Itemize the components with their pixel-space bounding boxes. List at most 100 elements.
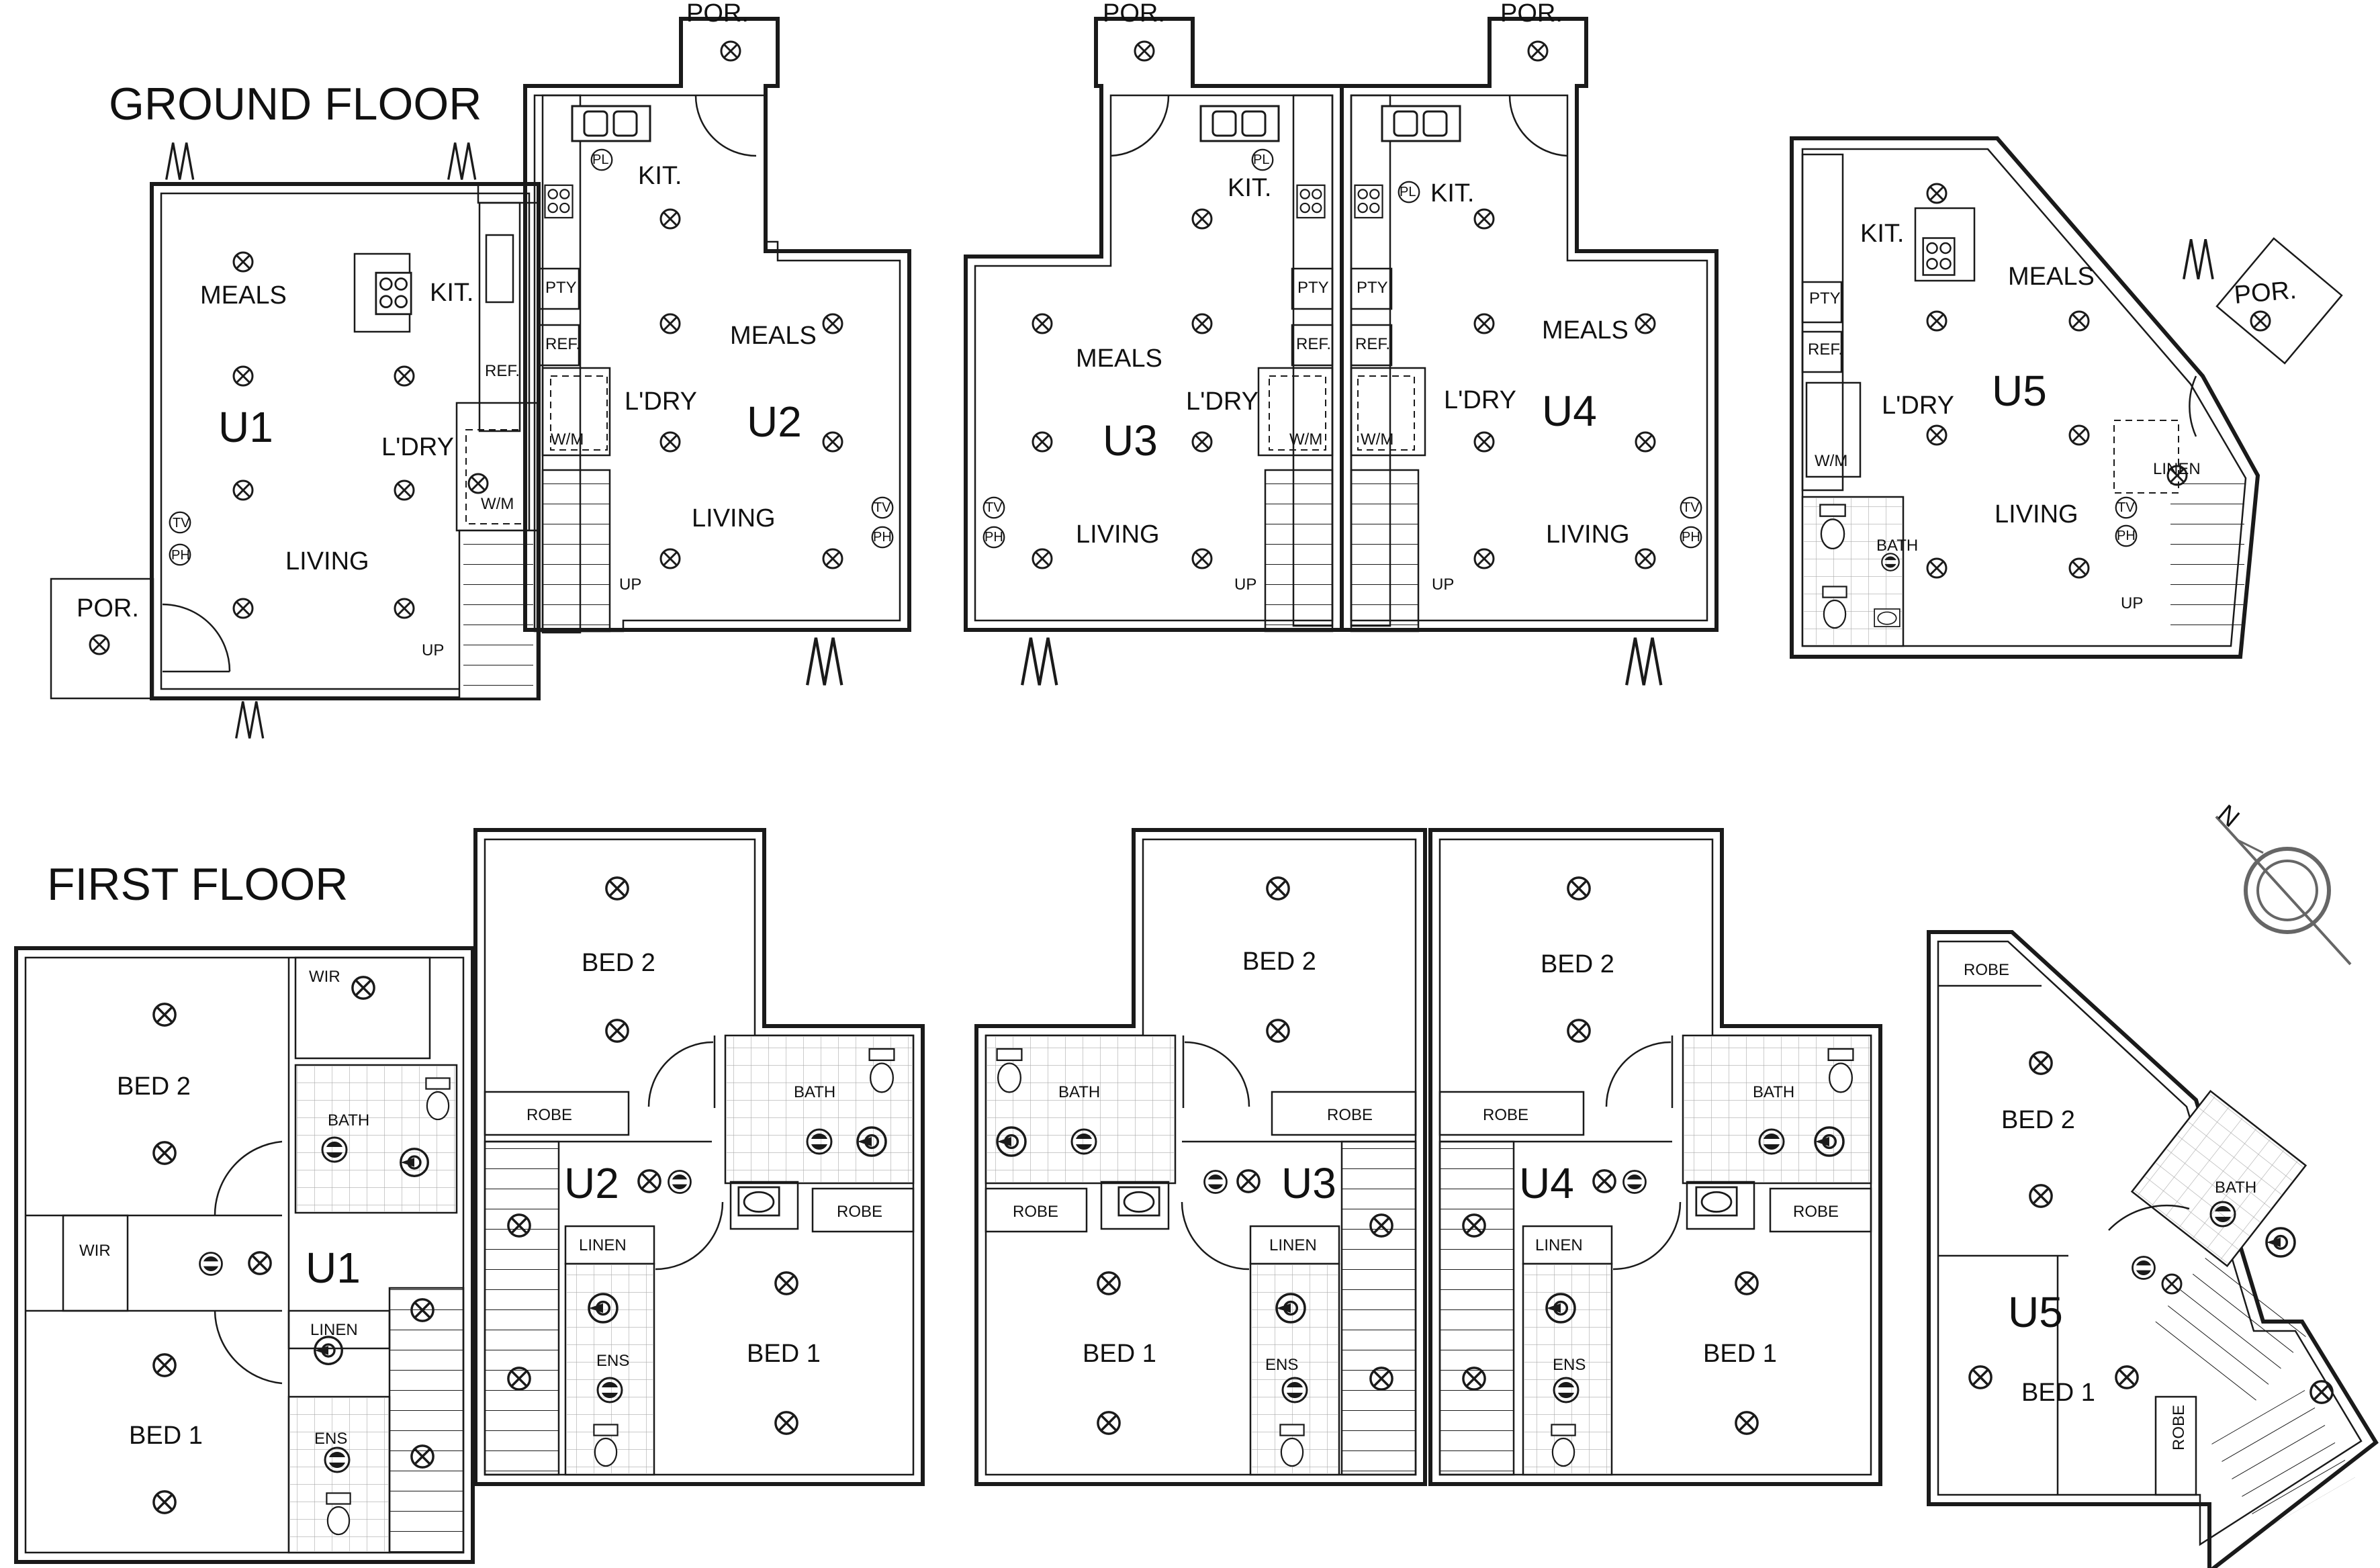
u4-pl-label: PL [1400, 185, 1416, 199]
u5-porch-label: POR. [2233, 276, 2297, 310]
u4-ground-plan: U4 POR. KIT. MEALS L'DRY LIVING PTY REF.… [1340, 0, 1719, 685]
u3-living-label: LIVING [1076, 520, 1160, 549]
u5-kitchen-label: KIT. [1860, 220, 1904, 248]
u4-up-label: UP [1432, 575, 1454, 594]
u1-ens-label: ENS [314, 1430, 347, 1448]
u4-robe-right-label: ROBE [1793, 1203, 1839, 1221]
u4-ens-label: ENS [1553, 1356, 1586, 1374]
u4-first-plan: U4 BED 2 BED 1 ROBE ROBE BATH LINEN ENS [1428, 828, 1882, 1486]
u5-bed2-label: BED 2 [2001, 1106, 2075, 1134]
u2-bed2-label: BED 2 [582, 949, 655, 977]
u2-first-plan: U2 BED 2 BED 1 ROBE ROBE BATH LINEN ENS [473, 828, 925, 1486]
u5-ground-plan: U5 KIT. MEALS L'DRY LIVING POR. PTY REF.… [1790, 136, 2343, 659]
u2-meals-label: MEALS [730, 322, 817, 350]
first-floor-heading: FIRST FLOOR [47, 859, 348, 910]
u1-ground-plan: U1 MEALS KIT. L'DRY LIVING POR. REF. W/M… [50, 141, 541, 740]
u5-robe-side-label: ROBE [2170, 1405, 2188, 1450]
u5-bed1-label: BED 1 [2021, 1379, 2095, 1407]
u1-ref-label: REF. [485, 362, 520, 380]
u5-ph-label: PH [2117, 528, 2136, 543]
u4-wm-label: W/M [1361, 430, 1393, 449]
u4-laundry-label: L'DRY [1444, 386, 1516, 414]
u2-linen-label: LINEN [579, 1236, 627, 1254]
u1-meals-label: MEALS [200, 281, 287, 310]
u1-ph-label: PH [171, 548, 190, 563]
u3-ground-plan: U3 POR. KIT. MEALS L'DRY LIVING PTY REF.… [964, 0, 1344, 685]
u3-porch-label: POR. [1103, 0, 1165, 28]
u2-ph-label: PH [873, 530, 892, 545]
u2-wm-label: W/M [551, 430, 584, 449]
u3-wm-label: W/M [1289, 430, 1322, 449]
u3-meals-label: MEALS [1076, 344, 1162, 373]
u5-bath-label: BATH [1876, 537, 1918, 555]
u2-porch-label: POR. [686, 0, 749, 28]
u3-robe-right-label: ROBE [1327, 1106, 1373, 1124]
u3-kitchen-label: KIT. [1228, 174, 1271, 202]
u4-bed2-label: BED 2 [1541, 950, 1614, 978]
u1-first-plan: U1 BED 2 BED 1 WIR WIR BATH LINEN ENS [14, 946, 475, 1564]
u5-up-label: UP [2121, 594, 2143, 612]
u2-bed1-label: BED 1 [747, 1340, 821, 1368]
u3-bed1-label: BED 1 [1083, 1340, 1156, 1368]
u1-tv-label: TV [173, 516, 190, 531]
u4-ref-label: REF. [1355, 335, 1390, 353]
u2-pty-label: PTY [545, 279, 577, 297]
u2-bath-label: BATH [794, 1083, 835, 1101]
u1-bed1-label: BED 1 [129, 1422, 203, 1450]
u5-label-first: U5 [2008, 1288, 2063, 1336]
u2-label-ground: U2 [747, 398, 802, 446]
north-label: N [2212, 800, 2244, 833]
u1-up-label: UP [422, 641, 444, 659]
u1-label-first: U1 [306, 1244, 361, 1292]
u1-living-label: LIVING [285, 547, 369, 575]
u5-pty-label: PTY [1809, 289, 1841, 308]
u1-wir-top-label: WIR [309, 968, 340, 986]
u5-wm-label: W/M [1815, 452, 1847, 470]
u4-pty-label: PTY [1357, 279, 1388, 297]
u2-ref-label: REF. [545, 335, 580, 353]
u2-living-label: LIVING [692, 504, 776, 533]
u5-ref-label: REF. [1808, 340, 1843, 359]
u4-tv-label: TV [1682, 500, 1700, 515]
u5-meals-label: MEALS [2008, 263, 2095, 291]
u4-ph-label: PH [1682, 530, 1700, 545]
u4-robe-left-label: ROBE [1483, 1106, 1528, 1124]
u4-label-ground: U4 [1542, 387, 1597, 435]
u3-ph-label: PH [985, 530, 1003, 545]
u2-tv-label: TV [874, 500, 891, 515]
u3-laundry-label: L'DRY [1186, 387, 1258, 416]
u2-up-label: UP [619, 575, 641, 594]
u2-label-first: U2 [564, 1159, 619, 1207]
u3-linen-label: LINEN [1269, 1236, 1317, 1254]
north-compass: N [2212, 800, 2352, 966]
u3-bed2-label: BED 2 [1242, 948, 1316, 976]
u5-bath-label: BATH [2215, 1179, 2256, 1197]
u2-pl-label: PL [592, 152, 608, 167]
u4-meals-label: MEALS [1542, 316, 1629, 344]
u3-robe-left-label: ROBE [1013, 1203, 1058, 1221]
u3-ens-label: ENS [1265, 1356, 1298, 1374]
u4-kitchen-label: KIT. [1430, 179, 1474, 207]
u4-porch-label: POR. [1500, 0, 1563, 28]
u3-label-first: U3 [1281, 1159, 1336, 1207]
u1-kitchen-label: KIT. [430, 279, 473, 307]
u3-ref-label: REF. [1296, 335, 1331, 353]
u5-linen-label: LINEN [2153, 460, 2201, 478]
u2-robe-right-label: ROBE [837, 1203, 882, 1221]
u2-ens-label: ENS [596, 1352, 629, 1370]
u3-tv-label: TV [985, 500, 1003, 515]
u1-bed2-label: BED 2 [117, 1072, 191, 1101]
u3-first-plan: U3 BED 2 BED 1 ROBE ROBE BATH LINEN ENS [974, 828, 1427, 1486]
u3-pl-label: PL [1253, 152, 1269, 167]
u1-laundry-label: L'DRY [381, 433, 454, 461]
u3-pty-label: PTY [1297, 279, 1329, 297]
u1-linen-label: LINEN [310, 1321, 358, 1339]
u3-bath-label: BATH [1058, 1083, 1100, 1101]
ground-floor-heading: GROUND FLOOR [109, 79, 482, 130]
u5-living-label: LIVING [1995, 500, 2078, 528]
u3-label-ground: U3 [1103, 416, 1158, 465]
u2-robe-left-label: ROBE [527, 1106, 572, 1124]
u5-label-ground: U5 [1992, 367, 2047, 415]
u1-bath-label: BATH [328, 1111, 369, 1129]
